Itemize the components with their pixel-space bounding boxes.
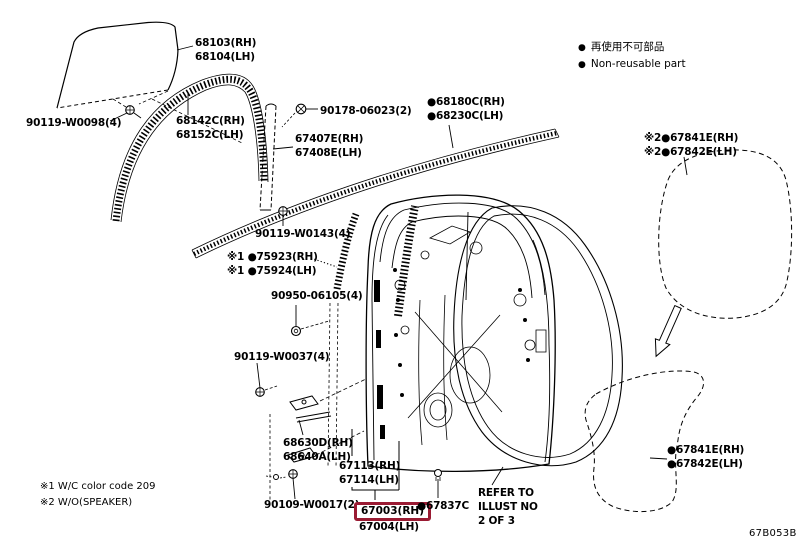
belt-moulding-art xyxy=(192,129,559,258)
footnotes: ※1 W/C color code 209 ※2 W/O(SPEAKER) xyxy=(40,479,156,511)
legend-label-jp: 再使用不可部品 xyxy=(590,41,665,53)
part-label-frame-clip[interactable]: 90178-06023(2) xyxy=(320,105,412,117)
part-label-check-screw[interactable]: 90109-W0017(2) xyxy=(264,499,360,511)
weatherstrip-art xyxy=(454,206,623,466)
legend-row-jp: ● 再使用不可部品 xyxy=(578,39,686,56)
legend-label-en: Non-reusable part xyxy=(590,58,686,70)
weatherstrip-refer-note: REFER TO ILLUST NO 2 OF 3 xyxy=(478,487,538,527)
part-label-hinge-bolt[interactable]: 90119-W0037(4) xyxy=(234,351,330,363)
part-label-glass-run[interactable]: 68142C(RH) 68152C(LH) xyxy=(176,115,245,141)
part-label-frame-moulding[interactable]: 67407E(RH) 67408E(LH) xyxy=(295,133,364,159)
non-reusable-marker-icon: ● xyxy=(578,43,586,53)
highlight-box-67003[interactable]: 67003(RH) xyxy=(354,502,431,521)
upper-trim-art xyxy=(659,150,792,318)
part-label-grommet[interactable]: 90950-06105(4) xyxy=(271,290,363,302)
part-label-door-clip[interactable]: ●67837C xyxy=(417,500,469,512)
frame-moulding-art xyxy=(260,104,295,210)
projection-lines xyxy=(265,303,366,502)
footnote-1: ※1 W/C color code 209 xyxy=(40,481,156,492)
fastener-icons xyxy=(125,103,442,481)
part-label-door-check[interactable]: 68630D(RH) 68640A(LH) xyxy=(283,437,353,463)
part-label-door-panel-main-lh[interactable]: 67004(LH) xyxy=(359,521,419,533)
glass-run-art xyxy=(111,74,268,222)
door-glass-art xyxy=(57,22,242,143)
legend: ● 再使用不可部品 ● Non-reusable part xyxy=(578,39,686,73)
part-label-quarter-trim-upper[interactable]: ※2●67841E(RH) ※2●67842E(LH) xyxy=(644,132,739,158)
door-shell-art xyxy=(366,195,555,471)
callout-bracket xyxy=(352,429,399,500)
footnote-2: ※2 W/O(SPEAKER) xyxy=(40,497,133,508)
lower-trim-art xyxy=(585,371,703,512)
diagram-code: 67B053B xyxy=(749,528,796,539)
part-label-door-glass[interactable]: 68103(RH) 68104(LH) xyxy=(195,37,257,63)
part-label-door-panel-main[interactable]: 67003(RH) xyxy=(354,499,431,521)
arrow-icon xyxy=(655,306,681,357)
part-label-belt-moulding[interactable]: ●68180C(RH) ●68230C(LH) xyxy=(427,96,505,122)
part-label-quarter-trim-lower[interactable]: ●67841E(RH) ●67842E(LH) xyxy=(667,444,745,470)
hinge-art xyxy=(266,396,331,480)
part-label-door-panel-sub[interactable]: 67113(RH) 67114(LH) xyxy=(339,460,401,486)
part-label-pillar-tape[interactable]: ※1 ●75923(RH) ※1 ●75924(LH) xyxy=(227,251,318,277)
part-label-frame-screw[interactable]: 90119-W0143(4) xyxy=(255,228,351,240)
leader-lines xyxy=(110,46,687,499)
legend-row-en: ● Non-reusable part xyxy=(578,56,686,73)
non-reusable-marker-icon: ● xyxy=(578,60,586,70)
part-label-glass-bolt[interactable]: 90119-W0098(4) xyxy=(26,117,122,129)
